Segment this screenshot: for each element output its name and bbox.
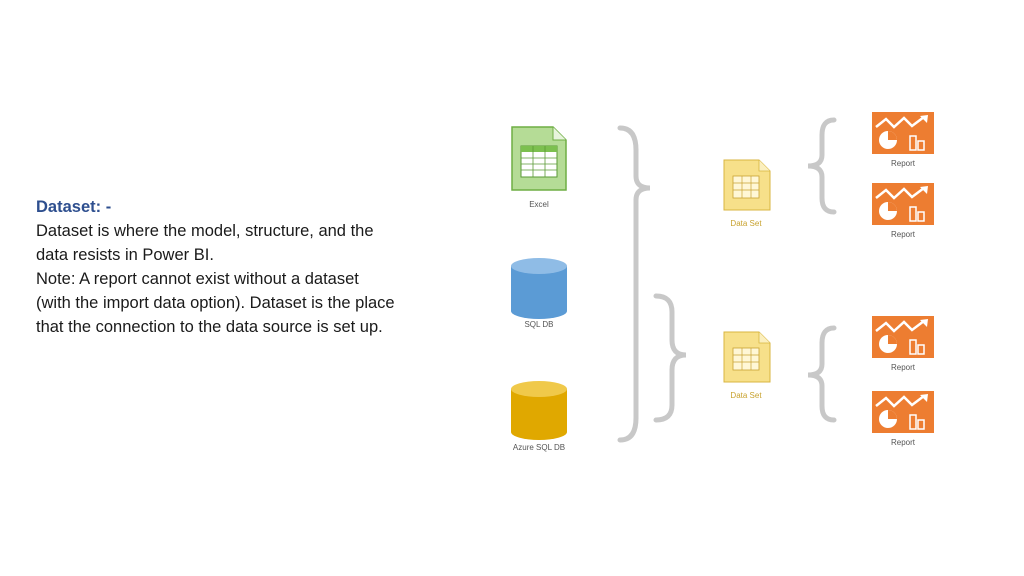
text-line-4: (with the import data option). Dataset i… <box>36 294 395 312</box>
report-label-2: Report <box>891 230 916 239</box>
bracket-reports-1 <box>807 117 837 215</box>
dataset-icon-1 <box>723 159 771 211</box>
description-text: Dataset: - Dataset is where the model, s… <box>36 195 476 339</box>
report-label-4: Report <box>891 438 916 447</box>
text-line-2: data resists in Power BI. <box>36 246 214 264</box>
excel-file-icon <box>511 126 567 191</box>
text-line-1: Dataset is where the model, structure, a… <box>36 222 374 240</box>
report-icon-4 <box>872 391 934 433</box>
report-icon-2 <box>872 183 934 225</box>
sql-db-label: SQL DB <box>524 320 553 329</box>
azure-sql-db-label: Azure SQL DB <box>513 443 565 452</box>
dataset-label-2: Data Set <box>730 391 762 400</box>
report-label-3: Report <box>891 363 916 372</box>
report-label-1: Report <box>891 159 916 168</box>
sql-db-icon <box>511 258 567 319</box>
dataset-icon-2 <box>723 331 771 383</box>
dataset-label-1: Data Set <box>730 219 762 228</box>
bracket-reports-2 <box>807 325 837 423</box>
azure-sql-db-icon <box>511 381 567 440</box>
bracket-main <box>617 125 651 443</box>
report-icon-1 <box>872 112 934 154</box>
report-icon-3 <box>872 316 934 358</box>
bracket-secondary <box>653 293 687 423</box>
excel-label: Excel <box>529 200 549 209</box>
text-line-5: that the connection to the data source i… <box>36 318 383 336</box>
heading: Dataset: - <box>36 198 112 216</box>
text-line-3: Note: A report cannot exist without a da… <box>36 270 359 288</box>
